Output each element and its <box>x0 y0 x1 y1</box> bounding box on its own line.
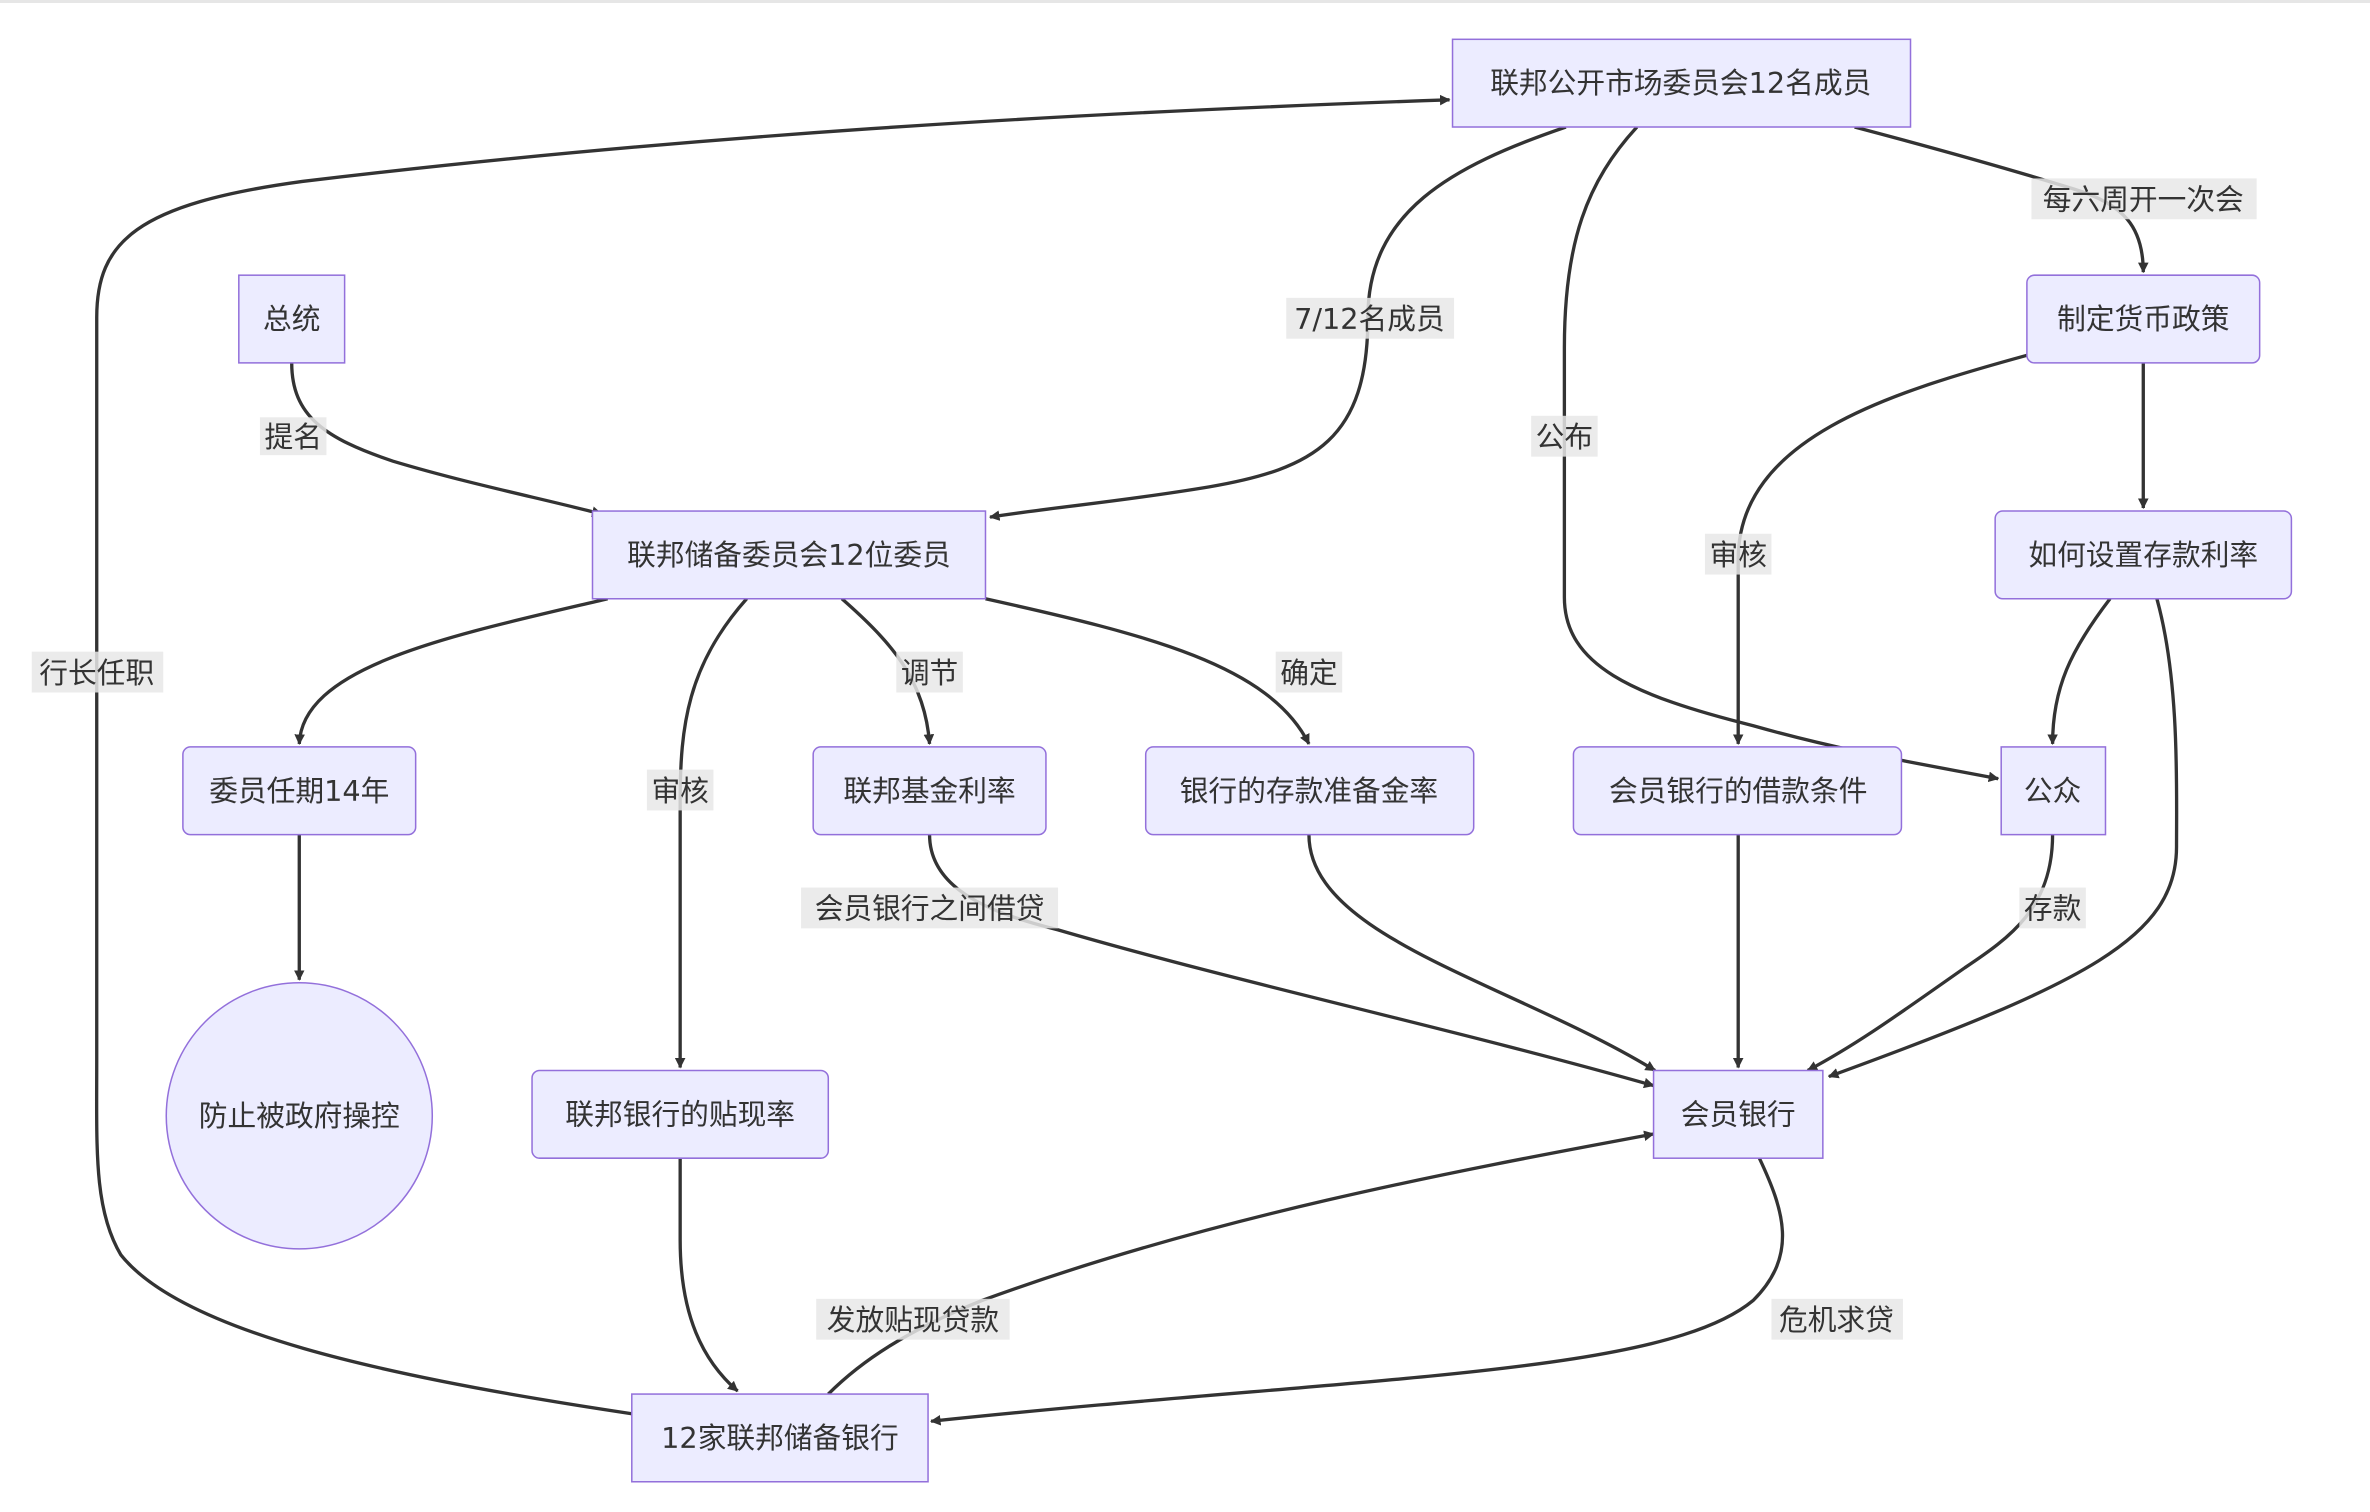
edge-president-to-board <box>290 362 603 517</box>
node-deposit-rate[interactable]: 如何设置存款利率 <box>1994 510 2293 600</box>
node-fed-board[interactable]: 联邦储备委员会12位委员 <box>591 510 987 600</box>
edge-board-to-discount <box>674 597 748 1069</box>
edge-label-text: 发放贴现贷款 <box>827 1303 999 1337</box>
node-label: 联邦储备委员会12位委员 <box>627 538 951 572</box>
edge-label-text: 公布 <box>1536 420 1593 454</box>
node-label: 总统 <box>263 302 320 336</box>
edge-reserve-to-member <box>1307 834 1656 1072</box>
node-label: 联邦公开市场委员会12名成员 <box>1490 66 1871 100</box>
node-label: 委员任期14年 <box>209 774 389 808</box>
node-label: 银行的存款准备金率 <box>1180 774 1438 808</box>
edge-fomc-to-board <box>988 125 1567 521</box>
edge-labels: 提名 7/12名成员 公布 每六周开一次会 审核 审核 调节 确定 <box>31 178 2257 1340</box>
edge-label-review-discount: 审核 <box>646 769 714 811</box>
node-reserve-ratio[interactable]: 银行的存款准备金率 <box>1144 746 1475 836</box>
node-label: 公众 <box>2024 774 2081 808</box>
node-prevent-control[interactable]: 防止被政府操控 <box>165 982 434 1250</box>
edge-label-text: 危机求贷 <box>1779 1303 1894 1337</box>
edge-label-text: 每六周开一次会 <box>2043 183 2244 217</box>
edge-board-to-term <box>294 597 608 745</box>
edge-funds-to-member <box>927 834 1655 1089</box>
node-term[interactable]: 委员任期14年 <box>182 746 417 836</box>
edge-label-governor-appointment: 行长任职 <box>31 651 164 693</box>
edge-label-discount-loans: 发放贴现贷款 <box>816 1298 1010 1340</box>
edge-label-text: 会员银行之间借贷 <box>815 892 1045 926</box>
edge-label-every-six-weeks: 每六周开一次会 <box>2031 178 2257 220</box>
node-monetary-policy[interactable]: 制定货币政策 <box>2026 274 2261 364</box>
node-label: 会员银行 <box>1681 1097 1796 1131</box>
edge-deposit-rate-to-member <box>1827 598 2179 1079</box>
edge-label-text: 存款 <box>2024 892 2081 926</box>
node-discount-rate[interactable]: 联邦银行的贴现率 <box>531 1069 830 1159</box>
edge-label-text: 审核 <box>1709 538 1766 572</box>
edge-label-text: 提名 <box>265 420 322 454</box>
edge-label-crisis-loan: 危机求贷 <box>1771 1298 1903 1340</box>
edge-label-text: 审核 <box>651 774 708 808</box>
edge-label-text: 行长任职 <box>39 656 154 690</box>
edge-label-text: 调节 <box>901 656 958 690</box>
node-fomc[interactable]: 联邦公开市场委员会12名成员 <box>1451 38 1912 128</box>
edge-label-publish: 公布 <box>1531 415 1598 457</box>
node-member-banks[interactable]: 会员银行 <box>1652 1069 1824 1159</box>
edge-label-seven-of-twelve: 7/12名成员 <box>1286 297 1455 339</box>
edge-label-adjust: 调节 <box>896 651 963 693</box>
edge-reserve-banks-to-member <box>827 1130 1655 1396</box>
top-border <box>0 0 2370 3</box>
edge-public-to-member <box>1806 834 2055 1072</box>
node-reserve-banks[interactable]: 12家联邦储备银行 <box>631 1393 929 1483</box>
node-president[interactable]: 总统 <box>238 274 346 364</box>
edge-label-nominate: 提名 <box>259 417 327 456</box>
node-borrow-terms[interactable]: 会员银行的借款条件 <box>1572 746 1903 836</box>
edge-label-determine: 确定 <box>1275 651 1343 693</box>
node-label: 制定货币政策 <box>2057 302 2229 336</box>
node-label: 防止被政府操控 <box>199 1099 400 1133</box>
edge-policy-to-borrow <box>1732 353 2028 745</box>
nodes: 联邦公开市场委员会12名成员 总统 制定货币政策 联邦储备委员会12位委员 如何… <box>165 38 2293 1483</box>
edge-label-text: 7/12名成员 <box>1294 302 1445 336</box>
edge-reserve-banks-to-fomc <box>94 94 1451 1416</box>
edge-board-to-reserve <box>985 597 1311 745</box>
node-fed-funds-rate[interactable]: 联邦基金利率 <box>812 746 1047 836</box>
edge-label-interbank-lending: 会员银行之间借贷 <box>801 887 1059 929</box>
edge-label-deposits: 存款 <box>2019 887 2086 929</box>
edge-label-review-borrow: 审核 <box>1704 533 1772 575</box>
node-label: 如何设置存款利率 <box>2028 538 2258 572</box>
node-label: 联邦银行的贴现率 <box>565 1097 795 1131</box>
edge-deposit-rate-to-public <box>2047 597 2112 745</box>
edge-discount-to-reserve-banks <box>678 1158 739 1393</box>
node-label: 联邦基金利率 <box>843 774 1015 808</box>
node-label: 12家联邦储备银行 <box>661 1421 899 1455</box>
edge-label-text: 确定 <box>1280 656 1337 690</box>
node-public[interactable]: 公众 <box>2000 746 2107 836</box>
node-label: 会员银行的借款条件 <box>1609 774 1867 808</box>
edge-fomc-to-public <box>1562 125 2000 783</box>
edge-member-to-reserve-banks <box>930 1157 1785 1426</box>
